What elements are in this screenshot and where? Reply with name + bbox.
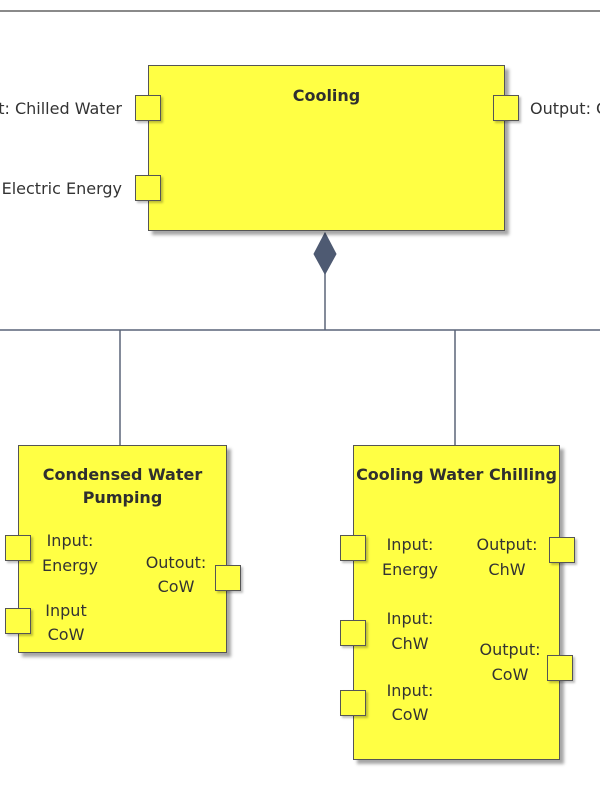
chilling-input-energy-label-2: Energy: [381, 560, 438, 579]
condensed-input-energy-label-1: Input:: [46, 531, 94, 550]
chilling-port-input-energy[interactable]: [340, 535, 366, 561]
chilling-input-chw-label-2: ChW: [391, 634, 429, 653]
cooling-block[interactable]: Cooling: [148, 65, 505, 231]
cooling-title: Cooling: [292, 86, 361, 105]
cooling-input-chilled-label: t: Chilled Water: [0, 99, 122, 118]
condensed-output-cow-label-1: Outout:: [145, 553, 207, 572]
chilling-output-chw-label-2: ChW: [488, 560, 526, 579]
chilling-input-energy-label-1: Input:: [386, 535, 434, 554]
chilling-input-cow-label-2: CoW: [391, 705, 429, 724]
chilling-port-input-cow[interactable]: [340, 690, 366, 716]
condensed-port-input-cow[interactable]: [5, 608, 31, 634]
condensed-output-cow-label-2: CoW: [157, 577, 195, 596]
chilling-output-chw-label-1: Output:: [476, 535, 538, 554]
chilling-output-cow-label-1: Output:: [479, 640, 541, 659]
cooling-port-input-chilled[interactable]: [135, 95, 161, 121]
cooling-water-chilling-block[interactable]: Cooling Water Chilling: [353, 445, 560, 760]
cooling-input-electric-label: Electric Energy: [1, 179, 122, 198]
condensed-input-cow-label-1: Input: [45, 601, 87, 620]
chilling-output-cow-label-2: CoW: [491, 665, 529, 684]
cooling-port-input-electric[interactable]: [135, 175, 161, 201]
condensed-input-cow-label-2: CoW: [47, 625, 85, 644]
chilling-port-output-chw[interactable]: [549, 537, 575, 563]
composition-diamond: [313, 231, 337, 276]
cooling-port-output[interactable]: [493, 95, 519, 121]
condensed-water-pumping-title: Condensed Water Pumping: [42, 465, 203, 507]
chilling-input-chw-label-1: Input:: [386, 609, 434, 628]
condensed-port-output-cow[interactable]: [215, 565, 241, 591]
cooling-water-chilling-title: Cooling Water Chilling: [356, 465, 557, 484]
chilling-port-input-chw[interactable]: [340, 620, 366, 646]
cooling-output-label: Output: C: [530, 99, 600, 118]
condensed-input-energy-label-2: Energy: [41, 556, 98, 575]
condensed-port-input-energy[interactable]: [5, 535, 31, 561]
chilling-input-cow-label-1: Input:: [386, 681, 434, 700]
chilling-port-output-cow[interactable]: [547, 655, 573, 681]
